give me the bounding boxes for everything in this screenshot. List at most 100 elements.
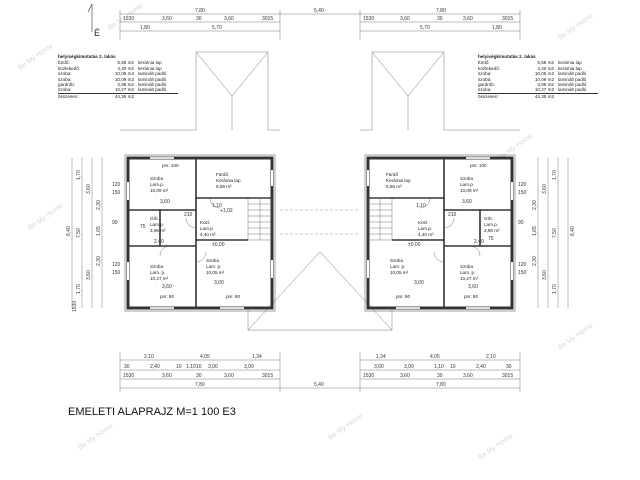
opening-dim: 3,60 xyxy=(468,284,478,290)
opening-dim: 3,60 xyxy=(162,284,172,290)
dim-bottom-r2: 3,00 xyxy=(404,364,414,370)
dim-bottom-l1: 2,10 xyxy=(144,354,154,360)
side-dim: 3,60 xyxy=(86,184,92,194)
opening-dim: 3,60 xyxy=(160,199,170,205)
dim-overall-center: 5,40 xyxy=(314,8,324,14)
dim-top-r2: 5,70 xyxy=(420,25,430,31)
dim-top-l: 3,60 xyxy=(162,16,172,22)
parapet-label: pm: 90 xyxy=(396,294,410,299)
room-area: 5,58 m² xyxy=(386,184,402,189)
room-label: Szoba xyxy=(460,264,473,269)
north-arrow-icon: É xyxy=(87,3,100,38)
level-mark: ±0,00 xyxy=(212,242,225,248)
table-title: helyiségkimutatás 2. lakás xyxy=(58,54,116,59)
dim-bottom-l2: 3,00 xyxy=(244,364,254,370)
side-dim: 8,40 xyxy=(570,226,576,236)
dim-bottom-l2: 1,10 xyxy=(186,364,196,370)
dim-bottom-l3: 3015 xyxy=(262,373,273,379)
room-label: Lam.p. xyxy=(484,222,498,227)
side-dim: 1,70 xyxy=(76,284,82,294)
room-label: Lam. p. xyxy=(150,270,165,275)
side-dim: 3,60 xyxy=(542,270,548,280)
dim-top-r: 30 xyxy=(437,16,443,22)
dim-top-r: 3,60 xyxy=(400,16,410,22)
room-label: Grb. xyxy=(150,216,159,221)
side-dim: 7,50 xyxy=(76,228,82,238)
dim-top-l: 3,60 xyxy=(224,16,234,22)
dim-top-l2: 5,70 xyxy=(212,25,222,31)
side-dim: 2,30 xyxy=(96,200,102,210)
side-dim: 3,60 xyxy=(86,270,92,280)
room-label: Lam.p. xyxy=(200,226,214,231)
side-dim: 2,30 xyxy=(96,256,102,266)
opening-dim: 90 xyxy=(518,220,524,226)
room-label: Szoba xyxy=(460,176,473,181)
opening-dim: 150 xyxy=(518,190,527,196)
room-label: Kerámia lap xyxy=(386,178,411,183)
opening-dim: 75 xyxy=(140,224,146,230)
room-area: 5,58 m² xyxy=(216,184,232,189)
room-label: Közl. xyxy=(418,220,428,225)
opening-dim: 120 xyxy=(112,182,121,188)
room-area: 3,96 m² xyxy=(150,228,166,233)
dim-bottom-r3: 30 xyxy=(437,373,443,379)
staircase xyxy=(367,197,393,241)
room-area: 10,27 m² xyxy=(150,276,169,281)
level-mark: +1,02 xyxy=(220,208,233,214)
dim-bottom-l2: 10 xyxy=(176,364,182,370)
opening-dim: 2,40 xyxy=(474,239,484,245)
opening-dim: 3,00 xyxy=(214,280,224,286)
room-label: Lam. p. xyxy=(390,264,405,269)
opening-dim: 210 xyxy=(448,212,457,218)
dim-bottom-overall: 5,40 xyxy=(314,382,324,388)
room-label: Lam.p. xyxy=(418,226,432,231)
unit-right: Fürdő Kerámia lap 5,58 m² Szoba Lam.p. 1… xyxy=(364,154,516,312)
dim-bottom-r2: 10 xyxy=(450,364,456,370)
dim-bottom-l1: 1,34 xyxy=(252,354,262,360)
side-dim: 1530 xyxy=(72,301,78,312)
dim-bottom-r3: 1530 xyxy=(363,373,374,379)
dim-top-r: 3,60 xyxy=(463,16,473,22)
dim-top-r: 3015 xyxy=(502,16,513,22)
table-total: összesen:44,35 m2 xyxy=(58,92,178,99)
dim-bottom-l2: 10 xyxy=(196,364,202,370)
room-label: Szoba xyxy=(150,264,163,269)
opening-dim: 2,40 xyxy=(154,239,164,245)
room-area: 3,96 m² xyxy=(484,228,500,233)
dim-bottom-r2: 1,10 xyxy=(434,364,444,370)
room-label: Szoba xyxy=(390,258,403,263)
dim-bottom-r2: 3,00 xyxy=(374,364,384,370)
side-dim: 2,30 xyxy=(532,256,538,266)
room-label: Szoba xyxy=(150,176,163,181)
watermark: Be My Home xyxy=(557,323,594,352)
dim-top-l: 3015 xyxy=(262,16,273,22)
room-label: Közl. xyxy=(200,220,210,225)
room-label: Fürdő xyxy=(386,172,398,177)
room-area: 10,09 m² xyxy=(460,188,479,193)
parapet-label: pm: 90 xyxy=(464,294,478,299)
opening-dim: 90 xyxy=(112,220,118,226)
dim-bottom-r1: 4,05 xyxy=(430,354,440,360)
room-label: Kerámia lap xyxy=(216,178,241,183)
watermark: Be My Home xyxy=(327,413,364,442)
opening-dim: 3,60 xyxy=(462,199,472,205)
dim-bottom-l3: 30 xyxy=(196,373,202,379)
dim-bottom-r3: 3,60 xyxy=(400,373,410,379)
opening-dim: 210 xyxy=(184,212,193,218)
dim-bottom-overall: 7,80 xyxy=(195,382,205,388)
dim-bottom-r3: 3015 xyxy=(502,373,513,379)
opening-dim: 120 xyxy=(112,262,121,268)
side-dim: 1,65 xyxy=(532,226,538,236)
side-dimensions-right: 8,40 1,70 7,50 1,70 3,60 3,60 2,30 1,65 … xyxy=(518,158,576,308)
side-dim: 1,70 xyxy=(552,170,558,180)
dim-bottom-l2: 30 xyxy=(124,364,130,370)
opening-dim: 150 xyxy=(112,190,121,196)
dim-bottom-overall: 7,80 xyxy=(436,382,446,388)
